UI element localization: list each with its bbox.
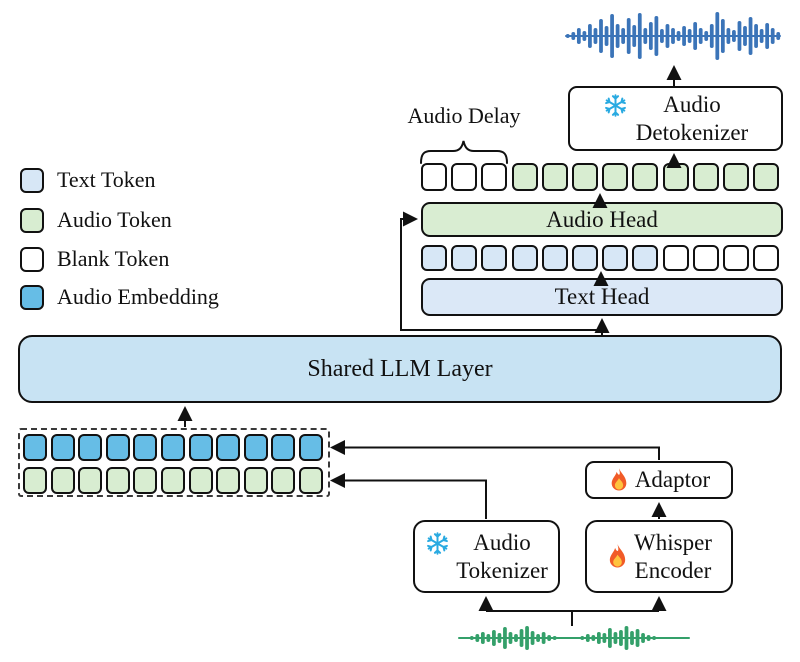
audio-tokenizer-box: Audio Tokenizer	[413, 520, 560, 593]
blank-token-swatch	[20, 246, 44, 272]
text-token	[421, 245, 447, 271]
embedding-token	[23, 434, 47, 461]
embedding-token	[50, 434, 75, 461]
audio-delay-label: Audio Delay	[407, 103, 521, 128]
embedding-token	[298, 434, 323, 461]
snowflake-icon	[426, 532, 449, 555]
text-token	[602, 245, 629, 271]
audio-detokenizer-box: Audio Detokenizer	[568, 86, 783, 151]
audio-token	[632, 163, 659, 191]
legend-item-audio-token: Audio Token	[20, 207, 172, 233]
blank-token	[692, 245, 719, 271]
embedding-token	[78, 434, 103, 461]
audio-embedding-swatch	[20, 284, 44, 310]
audio-token	[216, 467, 241, 494]
blank-token	[662, 245, 689, 271]
blank-token	[481, 163, 508, 191]
audio-head-box: Audio Head	[421, 202, 783, 237]
audio-token	[243, 467, 268, 494]
snowflake-icon	[604, 94, 627, 117]
text-token	[511, 245, 538, 271]
blank-token	[722, 245, 749, 271]
adaptor-box: Adaptor	[585, 461, 733, 499]
legend-label: Text Token	[57, 167, 156, 192]
output-audio-waveform	[565, 12, 781, 60]
audio-token	[188, 467, 213, 494]
text-head-box: Text Head	[421, 278, 783, 316]
input-audio-waveform	[458, 626, 690, 650]
audio-token	[160, 467, 185, 494]
audio-token	[133, 467, 158, 494]
legend-label: Blank Token	[57, 246, 170, 271]
audio-token	[571, 163, 598, 191]
audio-token	[23, 467, 47, 494]
audio-detokenizer-label: Audio Detokenizer	[635, 91, 749, 145]
text-token	[541, 245, 568, 271]
text-token-swatch	[20, 167, 44, 193]
embedding-token	[216, 434, 241, 461]
legend-item-text-token: Text Token	[20, 167, 156, 193]
embedding-token	[271, 434, 296, 461]
legend-item-blank-token: Blank Token	[20, 246, 169, 272]
audio-token	[753, 163, 780, 191]
audio-token	[692, 163, 719, 191]
arrow-tokenizer-to-audiotokens	[330, 473, 487, 519]
audio-token	[78, 467, 103, 494]
whisper-encoder-box: Whisper Encoder	[585, 520, 733, 593]
legend-item-audio-embedding: Audio Embedding	[20, 284, 219, 310]
audio-token	[662, 163, 689, 191]
text-head-label: Text Head	[554, 284, 650, 310]
embedding-token	[160, 434, 185, 461]
legend-label: Audio Token	[57, 207, 172, 232]
text-token	[571, 245, 598, 271]
audio-token	[602, 163, 629, 191]
shared-llm-layer-box: Shared LLM Layer	[18, 335, 782, 403]
audio-token	[722, 163, 749, 191]
llm-hidden-token-row	[421, 245, 783, 271]
whisper-encoder-label: Whisper Encoder	[634, 529, 712, 583]
fire-icon	[609, 544, 626, 568]
text-token	[451, 245, 478, 271]
audio-token	[105, 467, 130, 494]
legend-label: Audio Embedding	[57, 284, 219, 309]
embedding-token	[188, 434, 213, 461]
fire-icon	[611, 468, 627, 491]
blank-token	[421, 163, 447, 191]
audio-delay-brace	[420, 140, 508, 164]
audio-token	[50, 467, 75, 494]
audio-embedding-row	[23, 434, 327, 461]
audio-token	[298, 467, 323, 494]
embedding-token	[243, 434, 268, 461]
audio-token	[271, 467, 296, 494]
text-token	[481, 245, 508, 271]
shared-llm-layer-label: Shared LLM Layer	[307, 355, 493, 382]
audio-tokenizer-label: Audio Tokenizer	[456, 529, 548, 583]
audio-token-swatch	[20, 207, 44, 233]
arrow-adaptor-to-embeddings	[330, 440, 660, 460]
audio-input-token-row	[23, 467, 327, 494]
audio-token	[541, 163, 568, 191]
audio-token	[511, 163, 538, 191]
adaptor-label: Adaptor	[634, 467, 711, 493]
input-sequence-group	[18, 428, 330, 497]
embedding-token	[105, 434, 130, 461]
text-token	[632, 245, 659, 271]
embedding-token	[133, 434, 158, 461]
output-token-row	[421, 163, 783, 191]
blank-token	[451, 163, 478, 191]
audio-head-label: Audio Head	[546, 206, 658, 232]
blank-token	[753, 245, 780, 271]
